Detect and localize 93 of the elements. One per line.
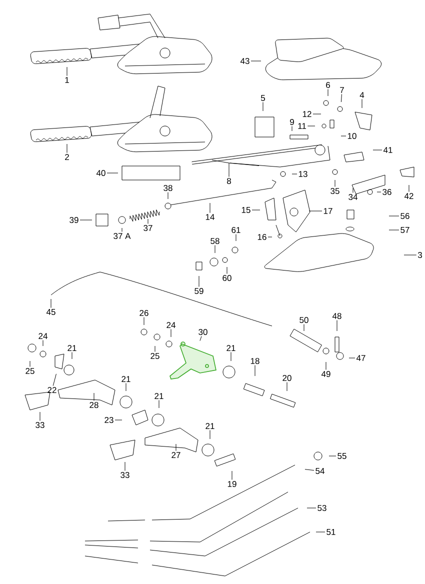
callout-number: 48 [332, 313, 342, 319]
callout-number: 22 [48, 387, 56, 393]
callout-number: 23 [104, 417, 114, 423]
callout-number: 15 [242, 207, 250, 213]
leader-line [66, 66, 68, 76]
leader-line [214, 245, 216, 254]
leader-line [42, 340, 44, 346]
callout-number: 57 [400, 227, 410, 233]
callout-number: 17 [324, 208, 332, 214]
callout-number: 33 [36, 422, 44, 428]
callout-number: 43 [240, 58, 250, 64]
leader-line [250, 60, 262, 62]
leader-line [170, 328, 172, 338]
leader-line [230, 352, 232, 362]
callout-number: 47 [356, 355, 366, 361]
callout-number: 60 [222, 275, 232, 281]
callout-number: 25 [26, 368, 34, 374]
leader-line [52, 374, 56, 386]
callout-number: 5 [260, 95, 265, 101]
leader-line [154, 346, 156, 352]
callout-number: 30 [198, 329, 208, 335]
lever-drawing [170, 342, 216, 380]
leader-line [336, 320, 338, 332]
callout-number: 24 [166, 322, 176, 328]
callout-number: 19 [228, 481, 236, 487]
callout-number: 54 [316, 468, 324, 474]
callout-number: 1 [65, 77, 69, 83]
leader-line [268, 236, 272, 238]
callout-number: 28 [90, 402, 98, 408]
leader-line [334, 180, 336, 187]
leader-line [262, 102, 264, 112]
callout-number: 34 [348, 194, 358, 200]
callout-number: 20 [282, 375, 292, 381]
leader-line [404, 254, 417, 256]
callout-number: 21 [122, 376, 130, 382]
callout-number: 55 [338, 453, 346, 459]
callout-number: 4 [360, 92, 364, 98]
callout-number: 7 [340, 87, 344, 93]
callout-number: 38 [164, 185, 172, 191]
callout-number: 24 [38, 333, 48, 339]
callout-number: 21 [226, 345, 236, 351]
callout-number: 12 [302, 111, 312, 117]
leader-line [340, 94, 342, 102]
callout-number: 41 [383, 147, 392, 153]
callout-number: 33 [120, 472, 130, 478]
leader-line [308, 210, 322, 212]
leader-line [106, 172, 118, 174]
callout-number: 61 [232, 227, 240, 233]
leader-line [66, 144, 68, 154]
callout-number: 11 [298, 123, 306, 129]
leader-line [226, 266, 228, 274]
leader-line [124, 462, 126, 471]
callout-number: 51 [326, 529, 336, 535]
callout-number: 14 [206, 214, 214, 220]
leader-line [286, 382, 288, 392]
callout-number: 21 [154, 393, 164, 399]
callout-number: 27 [172, 452, 180, 458]
callout-number: 18 [250, 358, 260, 364]
callout-number: 49 [321, 371, 330, 377]
callout-number: 37 [144, 225, 152, 231]
callout-number: 50 [300, 317, 308, 323]
leader-line [212, 160, 260, 177]
leader-line [158, 400, 160, 408]
callout-number: 8 [227, 178, 231, 184]
callout-number: 36 [382, 189, 392, 195]
callout-number: 39 [70, 217, 78, 223]
callout-number: 53 [318, 505, 326, 511]
callout-number: 2 [65, 154, 69, 160]
leader-line [254, 365, 256, 376]
leader-line [200, 336, 202, 341]
callout-number: 13 [298, 171, 308, 177]
leader-line [408, 184, 410, 192]
callout-number: 16 [258, 234, 266, 240]
callout-number: 9 [290, 119, 294, 126]
leader-line [304, 469, 314, 471]
callout-number: 37 A [114, 233, 131, 239]
callout-number: 40 [96, 170, 106, 176]
callout-number: 45 [46, 309, 56, 315]
callout-number: 35 [330, 188, 340, 194]
callout-number: 25 [150, 353, 160, 359]
callout-number: 3 [418, 252, 422, 258]
callout-number: 10 [348, 133, 356, 139]
callout-number: 59 [194, 288, 204, 294]
callout-number: 21 [206, 423, 214, 429]
callout-number: 42 [404, 193, 414, 199]
leader-line [50, 298, 52, 308]
leader-line [198, 276, 200, 287]
callout-number: 58 [210, 238, 220, 244]
callout-number: 21 [68, 345, 76, 351]
leader-line [352, 188, 354, 193]
callout-number: 6 [326, 82, 330, 88]
callout-number: 56 [400, 213, 410, 219]
callout-number: 26 [140, 310, 148, 316]
